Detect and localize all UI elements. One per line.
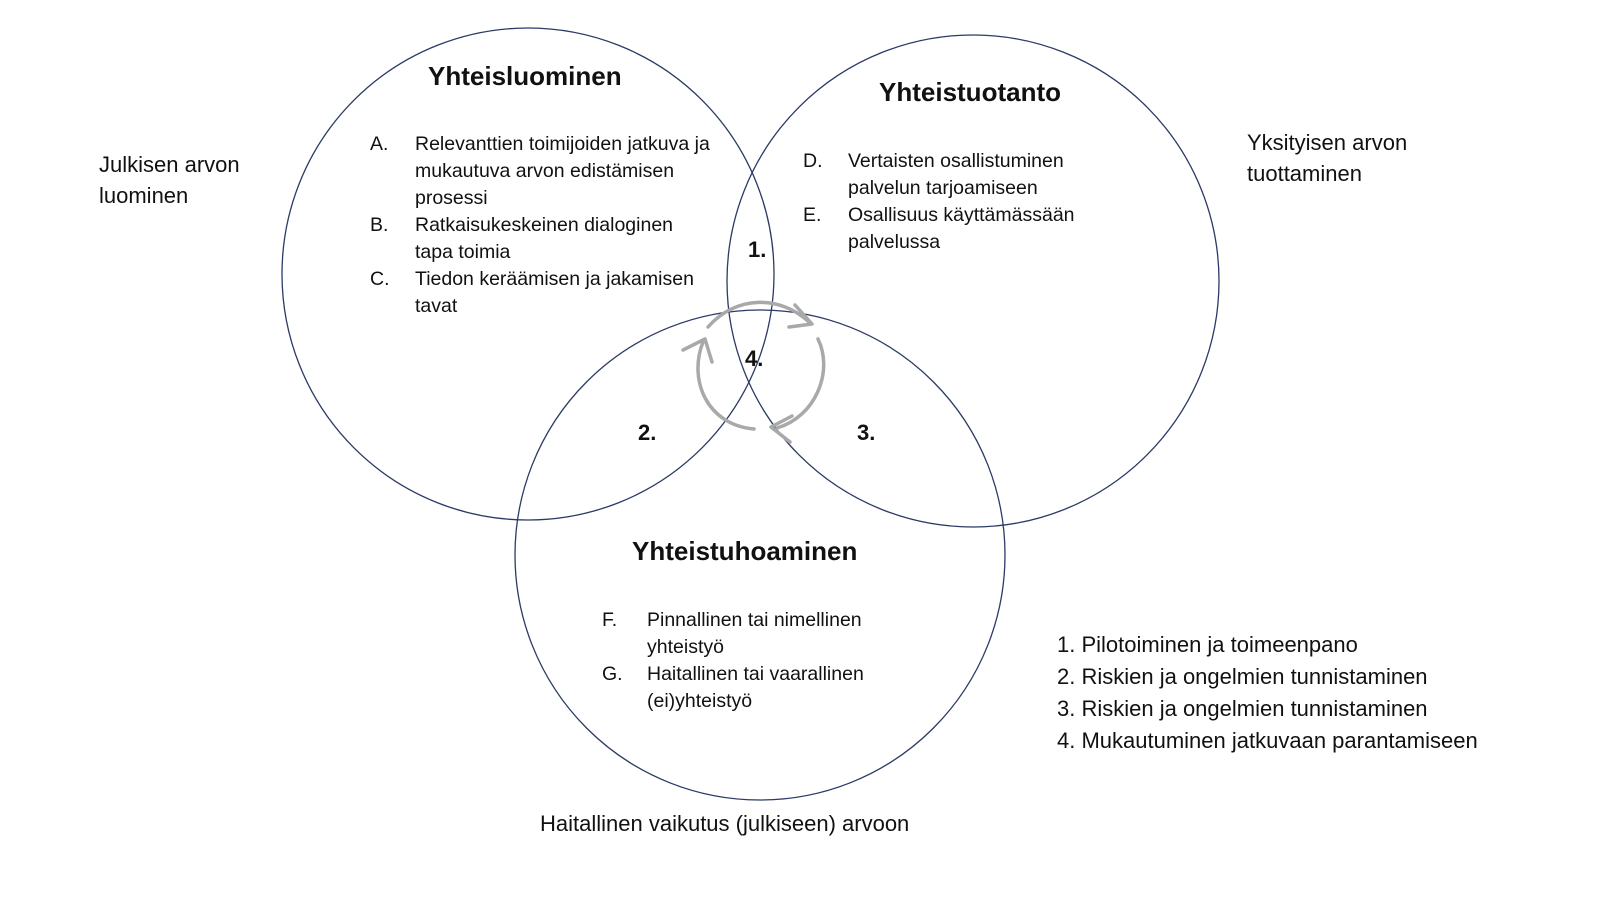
private-value-label: Yksityisen arvon tuottaminen — [1247, 130, 1408, 186]
circle-cocreation — [281, 27, 775, 521]
legend-item: 4. Mukautuminen jatkuvaan parantamiseen — [1057, 728, 1478, 753]
list-item: B. Ratkaisukeskeinen dialoginen tapa toi… — [370, 212, 710, 266]
list-marker: G. — [602, 663, 623, 685]
codestruction-list: F. Pinnallinen tai nimellinen yhteistyö … — [602, 607, 922, 715]
harmful-impact-label: Haitallinen vaikutus (julkiseen) arvoon — [540, 811, 910, 836]
list-item: G. Haitallinen tai vaarallinen (ei)yhtei… — [602, 661, 922, 715]
intersection-label-3: 3. — [857, 420, 876, 445]
list-text: Ratkaisukeskeinen dialoginen tapa toimia — [415, 214, 674, 263]
title-codestruction: Yhteistuhoaminen — [632, 536, 858, 566]
list-marker: E. — [803, 204, 822, 226]
list-item: C. Tiedon keräämisen ja jakamisen tavat — [370, 266, 710, 320]
list-text: Pinnallinen tai nimellinen yhteistyö — [647, 609, 862, 658]
list-text: Vertaisten osallistuminen palvelun tarjo… — [848, 150, 1064, 199]
circle-codestruction — [514, 309, 1006, 801]
title-coproduction: Yhteistuotanto — [879, 77, 1061, 107]
list-item: E. Osallisuus käyttämässään palvelussa — [803, 202, 1133, 256]
list-text: Haitallinen tai vaarallinen (ei)yhteisty… — [647, 663, 864, 712]
list-item: D. Vertaisten osallistuminen palvelun ta… — [803, 148, 1133, 202]
cycle-arrows-icon — [681, 300, 826, 444]
intersection-label-4: 4. — [745, 346, 764, 371]
list-text: Tiedon keräämisen ja jakamisen tavat — [415, 268, 694, 317]
legend-item: 2. Riskien ja ongelmien tunnistaminen — [1057, 664, 1428, 689]
list-text: Relevanttien toimijoiden jatkuva ja muka… — [415, 133, 710, 209]
list-marker: D. — [803, 150, 823, 172]
title-cocreation: Yhteisluominen — [428, 61, 622, 91]
list-item: A. Relevanttien toimijoiden jatkuva ja m… — [370, 131, 710, 212]
public-value-label: Julkisen arvon luominen — [99, 152, 240, 208]
intersection-label-2: 2. — [638, 420, 657, 445]
list-item: F. Pinnallinen tai nimellinen yhteistyö — [602, 607, 922, 661]
list-marker: F. — [602, 609, 618, 631]
legend-item: 3. Riskien ja ongelmien tunnistaminen — [1057, 696, 1428, 721]
list-text: Osallisuus käyttämässään palvelussa — [848, 204, 1075, 253]
list-marker: B. — [370, 214, 389, 236]
list-marker: A. — [370, 133, 389, 155]
intersection-label-1: 1. — [748, 237, 767, 262]
coproduction-list: D. Vertaisten osallistuminen palvelun ta… — [803, 148, 1133, 256]
list-marker: C. — [370, 268, 390, 290]
circle-coproduction — [726, 34, 1220, 528]
legend-item: 1. Pilotoiminen ja toimeenpano — [1057, 632, 1358, 657]
cocreation-list: A. Relevanttien toimijoiden jatkuva ja m… — [370, 131, 710, 320]
legend: 1. Pilotoiminen ja toimeenpano 2. Riskie… — [1057, 629, 1478, 757]
